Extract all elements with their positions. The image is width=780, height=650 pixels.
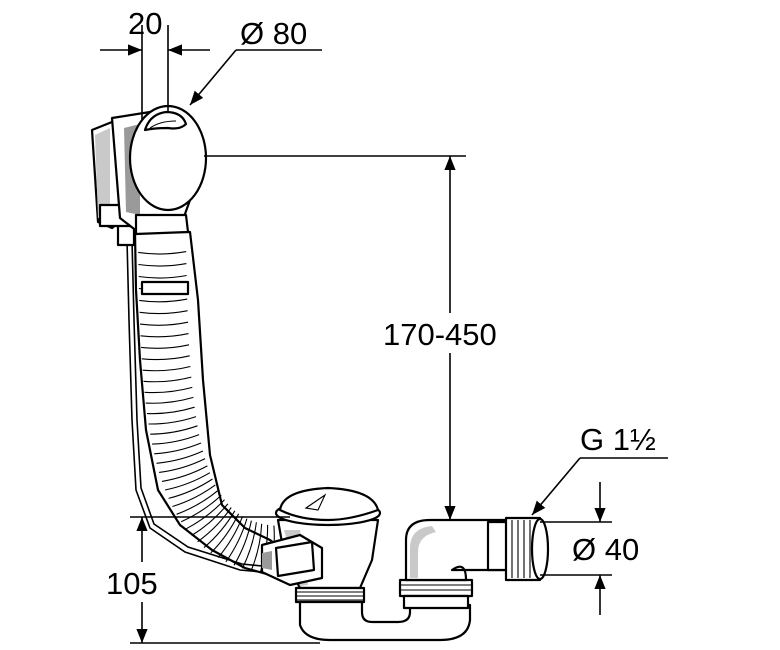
dimension-outlet-diameter (540, 482, 612, 615)
dim-label-bottom-height: 105 (106, 566, 158, 601)
drain-body (260, 486, 382, 604)
hose-rib (180, 494, 222, 523)
hose-rib (185, 499, 225, 530)
hose-rib (139, 310, 188, 315)
hose-rib (142, 365, 191, 372)
hose-rib (138, 251, 187, 255)
hose-rib (146, 406, 195, 415)
hose-rib (225, 518, 248, 563)
hose-rib (250, 523, 263, 571)
hose-rib (138, 263, 187, 267)
dim-label-thread: G 1½ (580, 422, 656, 457)
hose-rib (148, 416, 197, 425)
hose-rib (150, 425, 198, 435)
hose-rib (164, 472, 211, 491)
dimension-diameter-80 (189, 49, 322, 106)
hose-rib (154, 442, 202, 455)
hose-rib (168, 478, 213, 499)
drain-plug (278, 486, 380, 522)
hose-rib (197, 507, 232, 543)
hose-rib (143, 376, 192, 383)
hose-rib (203, 510, 236, 549)
hose-rib (138, 274, 187, 279)
dim-label-height-range: 170-450 (383, 317, 497, 352)
hose-rib (141, 344, 190, 349)
hose-rib (139, 298, 188, 303)
overflow-head (90, 104, 208, 236)
hose-rib (144, 386, 193, 394)
hose-rib (141, 355, 190, 361)
dim-label-width: 20 (128, 6, 162, 41)
hose-rib (176, 489, 219, 515)
siphon-trap (298, 516, 550, 642)
dimension-thread (531, 457, 668, 516)
hose-rib (156, 450, 204, 464)
dim-label-diameter-top: Ø 80 (240, 16, 307, 51)
bowden-cable (116, 223, 263, 573)
dimension-width-20 (100, 25, 210, 120)
hose-rib (172, 484, 216, 508)
hose-rib (191, 503, 229, 536)
hose-rib (161, 465, 208, 482)
hose-rib (159, 458, 206, 473)
hose-rib (152, 434, 200, 445)
hose-rib (217, 516, 244, 558)
hose-rib (139, 321, 189, 326)
flexible-hose (133, 230, 287, 577)
hose-rib (145, 396, 194, 404)
dim-label-outlet-diameter: Ø 40 (572, 532, 639, 567)
hose-rib (140, 333, 189, 338)
